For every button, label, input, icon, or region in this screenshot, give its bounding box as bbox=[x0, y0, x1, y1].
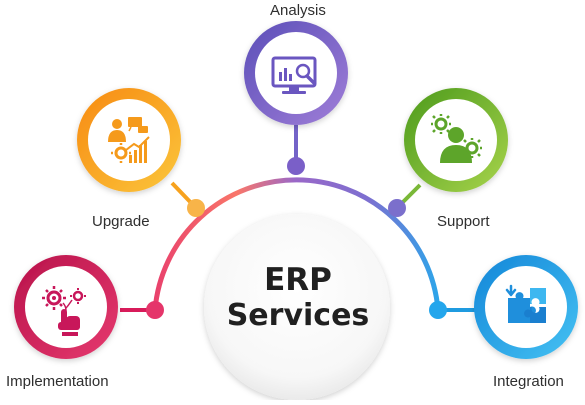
presentation-growth-icon bbox=[108, 117, 150, 163]
dot-implementation bbox=[146, 301, 164, 319]
monitor-analysis-icon bbox=[271, 56, 317, 94]
dot-integration bbox=[429, 301, 447, 319]
center-disc bbox=[204, 214, 390, 400]
connector-arc bbox=[152, 177, 441, 313]
center-title: ERP Services bbox=[208, 262, 388, 334]
label-support: Support bbox=[437, 213, 490, 230]
label-upgrade: Upgrade bbox=[92, 213, 150, 230]
label-implementation: Implementation bbox=[6, 373, 109, 390]
node-implementation bbox=[14, 255, 118, 359]
node-integration bbox=[474, 255, 578, 359]
puzzle-integration-icon bbox=[505, 284, 546, 323]
center-title-line2: Services bbox=[226, 298, 370, 333]
dot-support bbox=[388, 199, 406, 217]
label-integration: Integration bbox=[493, 373, 564, 390]
support-person-gears-icon bbox=[431, 114, 482, 163]
center-title-line1: ERP bbox=[264, 262, 332, 298]
gears-hand-icon bbox=[42, 286, 86, 336]
node-support bbox=[404, 88, 508, 192]
dot-analysis bbox=[287, 157, 305, 175]
dot-upgrade bbox=[187, 199, 205, 217]
node-upgrade bbox=[77, 88, 181, 192]
label-analysis: Analysis bbox=[270, 2, 326, 19]
node-analysis bbox=[244, 21, 348, 125]
